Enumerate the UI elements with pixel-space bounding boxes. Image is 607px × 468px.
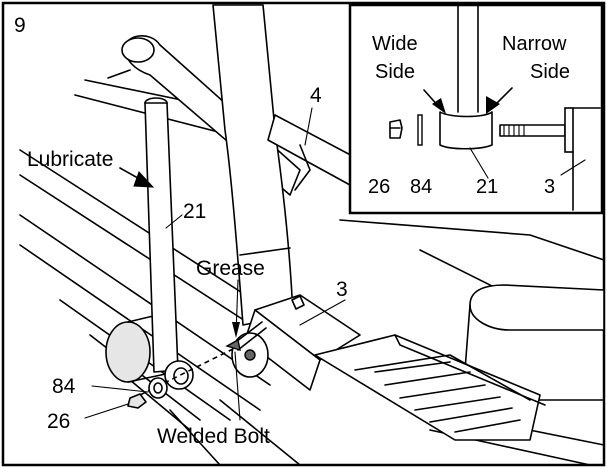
inset-label-part-3: 3	[544, 176, 555, 198]
pedal	[314, 334, 546, 441]
inset-detail	[348, 3, 604, 215]
label-lubricate: Lubricate	[27, 148, 113, 171]
label-welded-bolt: Welded Bolt	[157, 425, 270, 448]
nut-26	[127, 393, 147, 409]
leader-lines	[84, 107, 346, 421]
inset-label-narrow-1: Narrow	[502, 33, 567, 55]
inset-frame	[348, 3, 604, 215]
inset-label-part-26: 26	[368, 176, 390, 198]
inset-label-part-21: 21	[476, 176, 498, 198]
inset-label-narrow-2: Side	[530, 61, 570, 83]
label-part-84: 84	[52, 375, 76, 398]
washer-84	[148, 377, 168, 399]
label-part-4: 4	[310, 84, 322, 107]
label-grease: Grease	[196, 257, 265, 280]
label-part-3: 3	[336, 278, 348, 301]
step-number: 9	[14, 14, 26, 37]
label-part-26: 26	[47, 410, 70, 433]
handlebar-21	[144, 97, 194, 390]
label-part-21: 21	[183, 200, 206, 223]
inset-label-part-84: 84	[410, 176, 432, 198]
inset-label-wide-2: Side	[375, 61, 415, 83]
inset-label-wide-1: Wide	[372, 33, 418, 55]
lubricate-arrow	[119, 167, 155, 188]
welded-bolt	[225, 321, 267, 352]
